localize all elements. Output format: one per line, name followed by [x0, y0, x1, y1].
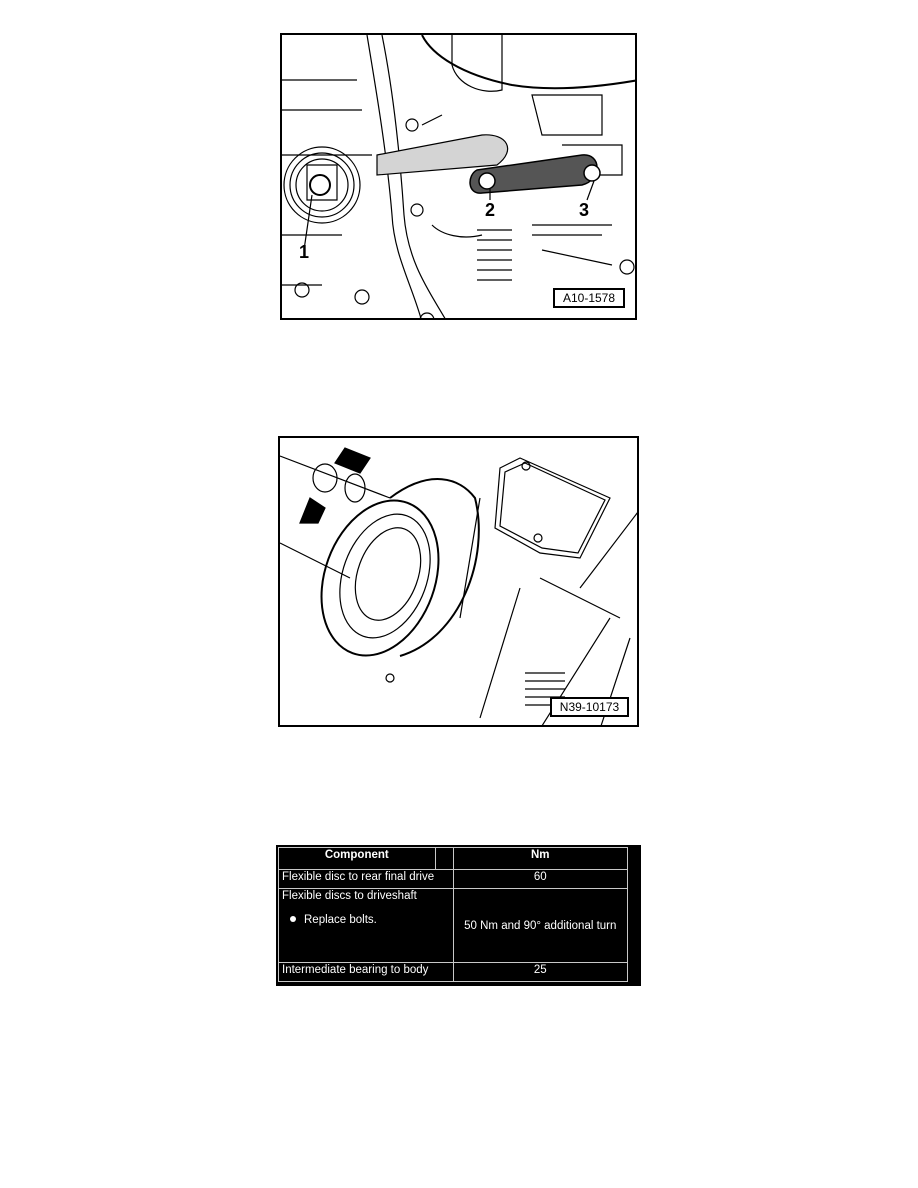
callout-3: 3	[579, 200, 590, 220]
callout-1: 1	[299, 242, 310, 262]
figure-id-label: N39-10173	[550, 697, 629, 717]
component-text: Flexible discs to driveshaft	[282, 890, 417, 902]
figure-engine-mount: 1 2 3 A10-1578	[280, 33, 637, 320]
torque-specs-table: Component Nm Flexible disc to rear final…	[276, 845, 641, 986]
table-header-row: Component Nm	[278, 847, 629, 870]
callout-2: 2	[485, 200, 496, 220]
header-component: Component	[278, 847, 436, 870]
figure-driveshaft-flange: N39-10173	[278, 436, 639, 727]
table-row: Intermediate bearing to body 25	[278, 962, 629, 982]
component-cell: Flexible disc to rear final drive	[278, 869, 454, 889]
nm-cell: 25	[452, 962, 629, 982]
engine-mount-drawing	[282, 35, 635, 318]
figure-id-label: A10-1578	[553, 288, 625, 308]
nm-cell: 60	[452, 869, 629, 889]
header-spacer	[434, 847, 454, 870]
note-text: Replace bolts.	[304, 914, 377, 926]
bullet-icon	[290, 916, 296, 923]
nm-cell: 50 Nm and 90° additional turn	[452, 888, 629, 963]
component-cell: Intermediate bearing to body	[278, 962, 454, 982]
note-line: Replace bolts.	[282, 914, 450, 926]
table-row: Flexible disc to rear final drive 60	[278, 869, 629, 889]
header-nm: Nm	[452, 847, 629, 870]
driveshaft-drawing	[280, 447, 637, 725]
table-row: Flexible discs to driveshaft Replace bol…	[278, 888, 629, 963]
component-cell: Flexible discs to driveshaft Replace bol…	[278, 888, 454, 963]
